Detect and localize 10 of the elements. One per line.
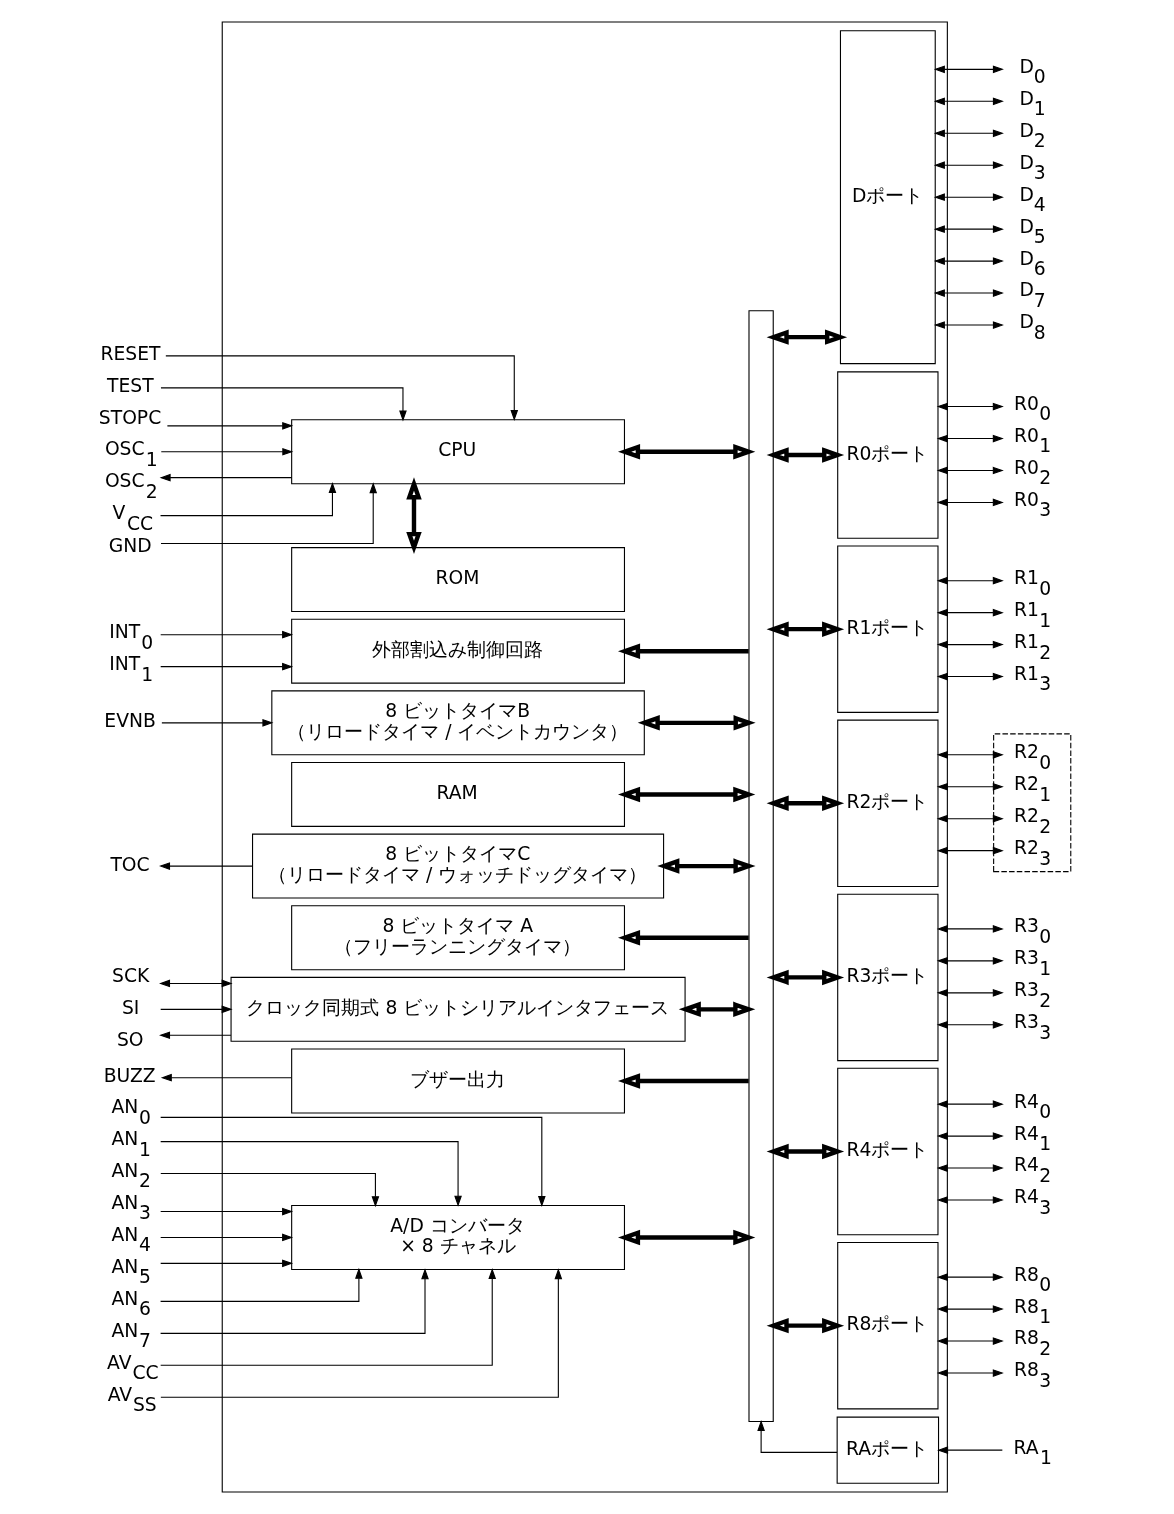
node-text: BUZZ (103, 1065, 156, 1087)
node-text: SCK (112, 964, 150, 986)
node-text: GND (108, 535, 152, 557)
node-text: EVNB (104, 710, 156, 732)
node-text: SO (117, 1028, 144, 1050)
node-text: RESET (100, 343, 161, 365)
node-text: SI (121, 996, 140, 1018)
node-text: STOPC (98, 407, 162, 429)
node-text: TEST (107, 375, 154, 397)
node-text: TOC (110, 853, 150, 875)
